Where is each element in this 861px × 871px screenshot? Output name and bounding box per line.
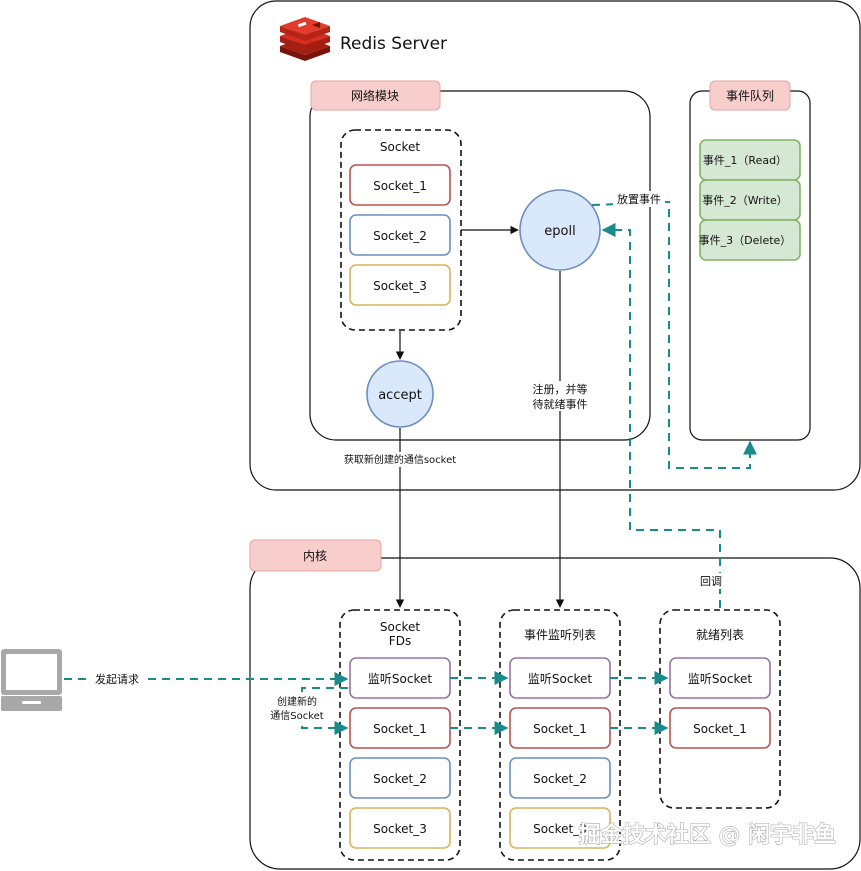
fds-listen-socket-label: 监听Socket: [368, 672, 432, 686]
ready-list-title: 就绪列表: [696, 628, 744, 642]
fds-socket-3-box: [349, 807, 451, 849]
laptop-icon: [1, 649, 62, 711]
watermark: 掘金技术社区 @ 闲宇非鱼: [579, 822, 836, 848]
get-new-socket-label: 获取新创建的通信socket: [344, 453, 456, 466]
fds-socket-2-box: [349, 757, 451, 799]
event-queue-label: 事件队列: [726, 88, 774, 103]
event-3-box: [699, 219, 801, 261]
socket-3-label: Socket_3: [373, 279, 427, 293]
event-3-label: 事件_3（Delete）: [699, 234, 792, 247]
callback-label: 回调: [700, 575, 722, 588]
ready-list-socket-1-label: Socket_1: [693, 722, 747, 736]
event-1-label: 事件_1（Read）: [703, 154, 787, 167]
socket-1-label: Socket_1: [373, 179, 427, 193]
ready-list-box: [659, 609, 781, 809]
listen-list-socket-1-label: Socket_1: [533, 722, 587, 736]
register-wait-label-line2: 待就绪事件: [533, 397, 588, 411]
put-event-arrow: [591, 200, 757, 469]
socket-3-box: [349, 264, 451, 306]
socket-fds-title-line2: FDs: [389, 634, 411, 648]
put-event-label: 放置事件: [617, 192, 661, 206]
send-request-label: 发起请求: [95, 672, 139, 686]
epoll-node: [519, 189, 601, 271]
kernel-label: 内核: [303, 549, 327, 563]
create-new-socket-label-line1: 创建新的: [277, 695, 317, 708]
socket-group-title: Socket: [380, 140, 420, 154]
fds-socket-1-label: Socket_1: [373, 722, 427, 736]
epoll-label: epoll: [544, 224, 575, 239]
event-listen-list-title: 事件监听列表: [524, 628, 596, 642]
redis-logo: [280, 17, 330, 61]
network-module-label: 网络模块: [351, 88, 399, 103]
network-module-label-box: [310, 80, 441, 111]
redis-server-title: Redis Server: [340, 34, 447, 54]
listen-list-socket-2-box: [509, 757, 611, 799]
socket-fds-title-line1: Socket: [380, 620, 420, 634]
listen-list-socket-2-label: Socket_2: [533, 772, 587, 786]
socket-2-box: [349, 214, 451, 256]
socket-group-box: [340, 129, 462, 331]
ready-list-listen-socket-box: [669, 657, 771, 699]
accept-label: accept: [378, 388, 422, 403]
fds-socket-2-label: Socket_2: [373, 772, 427, 786]
accept-node: [366, 360, 434, 428]
create-new-socket-label-line2: 通信Socket: [270, 710, 324, 722]
kernel-label-box: [249, 539, 382, 572]
event-2-label: 事件_2（Write）: [702, 194, 788, 207]
event-queue-label-box: [709, 80, 791, 111]
listen-list-socket-3-label: Socket_3: [533, 822, 587, 836]
register-wait-label-line1: 注册，并等: [533, 382, 588, 396]
socket-1-box: [349, 164, 451, 206]
callback-arrow: [601, 223, 721, 608]
socket-2-label: Socket_2: [373, 229, 427, 243]
socket-fds-box: [339, 609, 461, 861]
ready-list-socket-1-box: [669, 707, 771, 749]
event-listen-list-box: [499, 609, 621, 861]
fds-socket-3-label: Socket_3: [373, 822, 427, 836]
listen-list-socket-3-box: [509, 807, 611, 849]
listen-list-listen-socket-label: 监听Socket: [528, 672, 592, 686]
ready-list-listen-socket-label: 监听Socket: [688, 672, 752, 686]
